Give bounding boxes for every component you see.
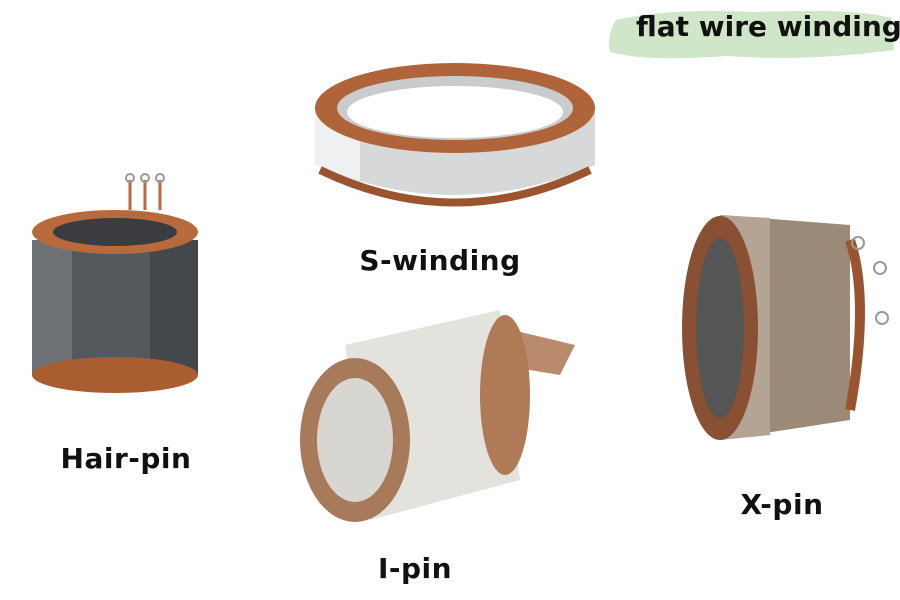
hair-pin-stator-image [32,173,198,393]
i-pin-label: I-pin [377,552,453,585]
i-pin-stator-image [300,310,575,522]
title-badge: flat wire winding [636,10,900,43]
title-badge-brush [608,10,894,59]
s-winding-label: S-winding [359,244,521,277]
x-pin-stator-image [682,215,889,440]
s-winding-stator-image [315,63,595,207]
hair-pin-label: Hair-pin [60,442,192,475]
x-pin-label: X-pin [740,488,824,521]
